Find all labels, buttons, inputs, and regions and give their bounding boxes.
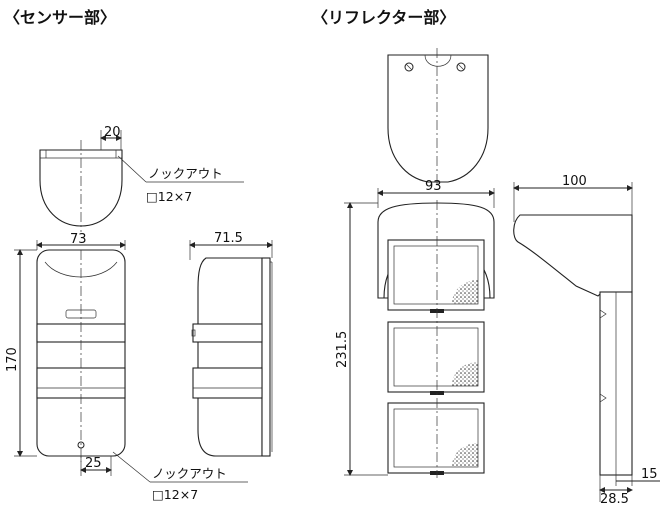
sensor-height-dim: 170 [5, 347, 20, 372]
sensor-knockout-top-label: ノックアウト [148, 166, 223, 181]
sensor-front-view: 73 170 25 ノックアウト □12×7 [5, 232, 248, 502]
sensor-top-view: 20 ノックアウト □12×7 [39, 125, 244, 232]
reflector-width-dim: 93 [425, 179, 442, 194]
reflector-plate-dim: 15 [641, 467, 658, 482]
sensor-side-view: 71.5 [189, 231, 273, 457]
reflector-height-dim: 231.5 [335, 331, 350, 368]
sensor-width-dim: 73 [70, 232, 87, 247]
sensor-knockout-bottom-label: ノックアウト [152, 466, 227, 481]
sensor-depth-dim: 71.5 [214, 231, 243, 246]
sensor-knockout-top-size: □12×7 [146, 189, 192, 204]
reflector-title: 〈リフレクター部〉 [312, 8, 455, 27]
sensor-knockout-offset-dim: 20 [104, 125, 121, 140]
sensor-bottom-offset-dim: 25 [85, 456, 102, 471]
sensor-title: 〈センサー部〉 [4, 8, 116, 27]
reflector-top-view [387, 48, 489, 186]
reflector-base-dim: 28.5 [600, 492, 629, 505]
reflector-depth-dim: 100 [562, 174, 587, 189]
reflector-side-view: 100 15 28.5 [513, 174, 660, 507]
sensor-knockout-bottom-size: □12×7 [152, 487, 198, 502]
reflector-front-view: 93 231.5 [335, 179, 495, 478]
